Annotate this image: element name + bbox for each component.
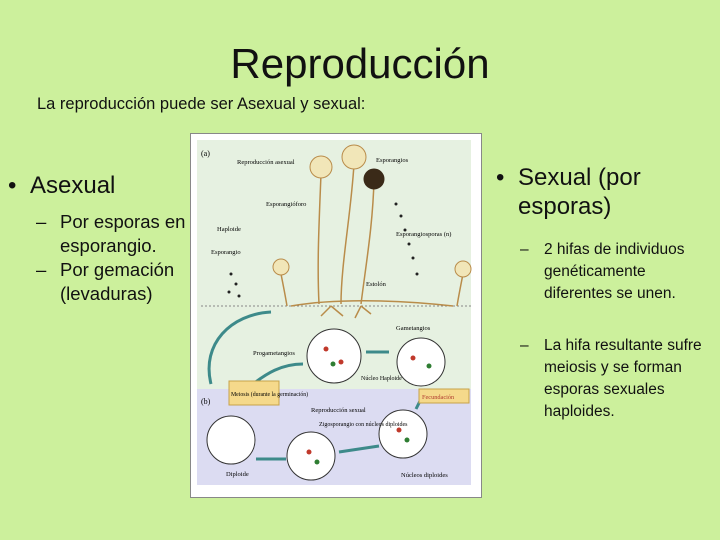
asexual-heading: • Asexual bbox=[8, 172, 116, 199]
label-progametangios: Progametangios bbox=[253, 350, 295, 357]
asexual-item: – Por esporas en esporangio. bbox=[36, 211, 186, 256]
label-zigosporangio: Zigosporangio con núcleos diploides bbox=[319, 422, 408, 428]
asexual-column: • Asexual – Por esporas en esporangio. –… bbox=[8, 172, 188, 306]
sexual-column: • Sexual (por esporas) – 2 hifas de indi… bbox=[496, 163, 716, 423]
bullet-dot: • bbox=[8, 172, 17, 199]
panel-b-label: (b) bbox=[201, 397, 211, 406]
label-gametangios: Gametangios bbox=[396, 325, 431, 332]
label-estolon: Estolón bbox=[366, 281, 387, 288]
asexual-item: – Por gemación (levaduras) bbox=[36, 259, 175, 304]
label-esporangios: Esporangios bbox=[376, 157, 409, 164]
bullet-dot: • bbox=[496, 164, 505, 191]
sexual-item: – 2 hifas de individuos genéticamente di… bbox=[520, 241, 685, 302]
zygomycete-life-cycle-figure: (a) (b) Reproducción asexual Esporangios… bbox=[190, 133, 482, 498]
label-haploide: Haploide bbox=[217, 226, 241, 233]
label-esporangio: Esporangio bbox=[211, 249, 241, 256]
label-esporangioforo: Esporangióforo bbox=[266, 201, 306, 208]
label-nucleos-diploides: Núcleos diploides bbox=[401, 472, 448, 479]
label-meiosis: Meiosis (durante la germinación) bbox=[231, 391, 308, 398]
life-cycle-diagram: (a) (b) Reproducción asexual Esporangios… bbox=[197, 140, 472, 485]
label-repro-sexual: Reproducción sexual bbox=[311, 407, 366, 414]
sexual-item: – La hifa resultante sufre meiosis y se … bbox=[520, 337, 702, 420]
slide-title: Reproducción bbox=[230, 40, 490, 87]
sexual-heading: • Sexual (por esporas) bbox=[496, 164, 641, 220]
label-diploide: Diploide bbox=[226, 471, 249, 478]
label-repro-asexual: Reproducción asexual bbox=[237, 159, 295, 166]
slide-subtitle: La reproducción puede ser Asexual y sexu… bbox=[37, 95, 366, 113]
panel-a-label: (a) bbox=[201, 149, 210, 158]
label-fecundacion: Fecundación bbox=[422, 394, 455, 401]
label-esporangiosporas: Esporangiosporas (n) bbox=[396, 231, 451, 238]
label-nucleo-haploide: Núcleo Haploide bbox=[361, 376, 402, 382]
